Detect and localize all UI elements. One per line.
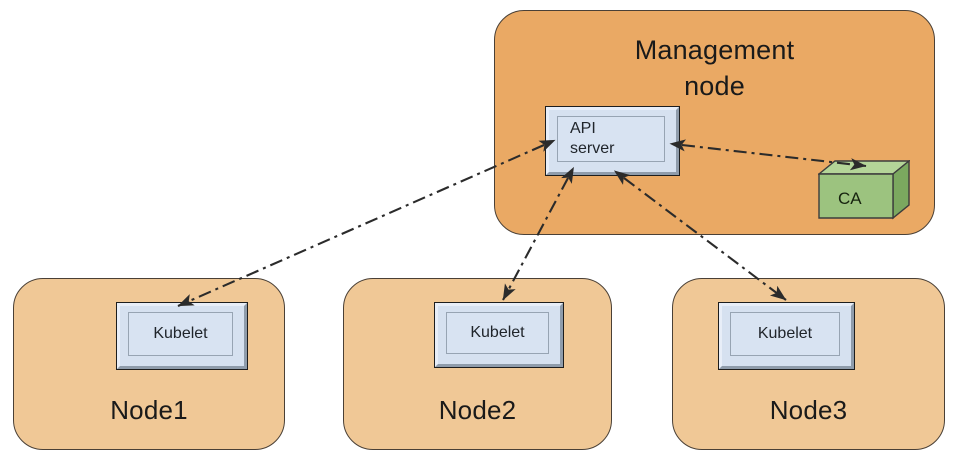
management-node-label: Management node [634,35,795,101]
kubelet-face-1: Kubelet [128,312,233,356]
worker-node-label-3: Node3 [769,394,848,425]
worker-node-label-1: Node1 [110,394,188,425]
kubelet-label-3: Kubelet [757,325,813,342]
kubelet-box-1[interactable]: Kubelet [116,302,248,370]
kubelet-label-2: Kubelet [470,324,525,341]
ca-label: CA [838,189,862,208]
kubelet-box-3[interactable]: Kubelet [718,302,855,370]
kubelet-box-2[interactable]: Kubelet [434,302,564,368]
api-server-face: API server [557,116,665,162]
kubelet-face-3: Kubelet [730,312,840,356]
ca-cuboid-icon [818,160,910,220]
api-server-box[interactable]: API server [545,106,680,176]
worker-node-label-2: Node2 [438,394,517,425]
kubelet-label-1: Kubelet [153,325,208,342]
ca-box[interactable]: CA [818,160,910,220]
kubelet-face-2: Kubelet [446,312,549,354]
api-server-label: API server [570,120,615,157]
